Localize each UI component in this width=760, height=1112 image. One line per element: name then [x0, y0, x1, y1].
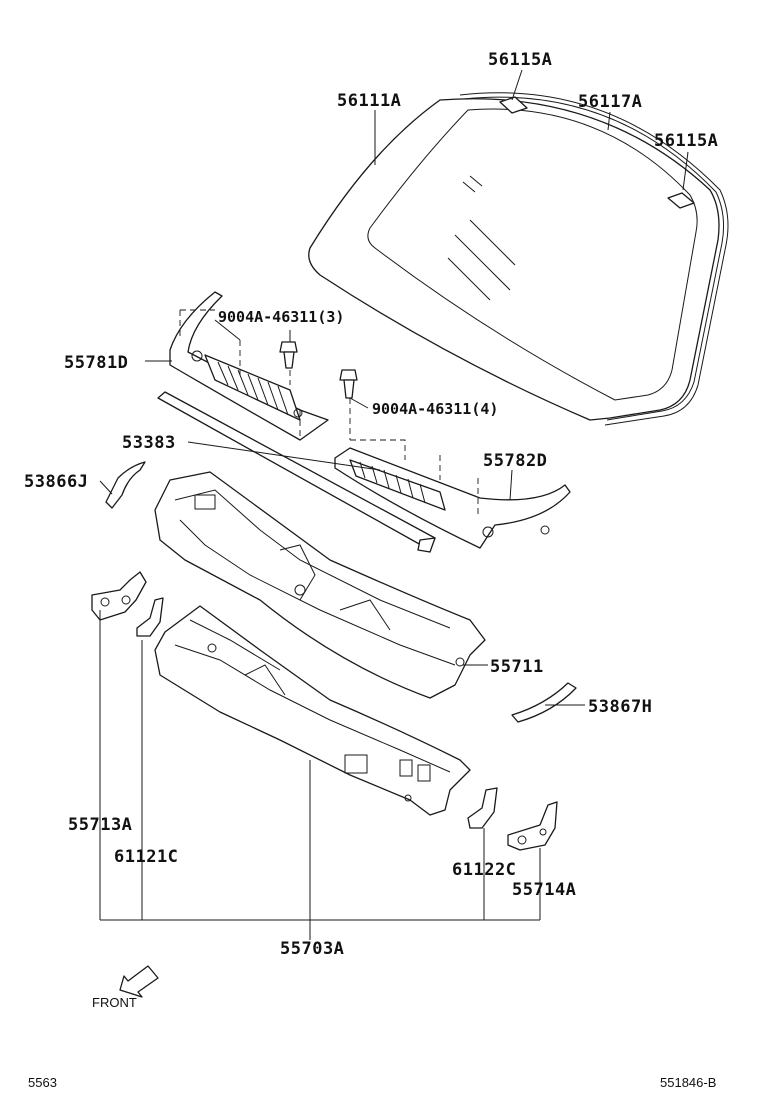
- footer-right-code: 551846-B: [660, 1075, 716, 1090]
- label-55711[interactable]: 55711: [490, 657, 544, 677]
- cowl-panel-lower[interactable]: [154, 605, 471, 816]
- label-55781d[interactable]: 55781D: [64, 353, 128, 373]
- footer-left-code: 5563: [28, 1075, 57, 1090]
- clip-lower[interactable]: [339, 369, 358, 399]
- side-bracket-53867h[interactable]: [511, 682, 577, 723]
- label-56115a-right[interactable]: 56115A: [654, 131, 718, 151]
- label-55703a[interactable]: 55703A: [280, 939, 344, 959]
- installation-guides: [179, 309, 479, 518]
- front-arrow-icon: [119, 965, 159, 998]
- windshield-glass[interactable]: [308, 98, 720, 421]
- label-55782d[interactable]: 55782D: [483, 451, 547, 471]
- glass-stopper-right[interactable]: [667, 192, 695, 209]
- label-55713a[interactable]: 55713A: [68, 815, 132, 835]
- label-9004a-46311-4[interactable]: 9004A-46311(4): [372, 400, 498, 418]
- glass-stopper-top[interactable]: [499, 96, 528, 114]
- hood-seal[interactable]: [157, 391, 436, 553]
- label-53867h[interactable]: 53867H: [588, 697, 652, 717]
- bracket-61122c[interactable]: [467, 787, 498, 829]
- bracket-61121c[interactable]: [136, 597, 164, 637]
- label-9004a-46311-3[interactable]: 9004A-46311(3): [218, 308, 344, 326]
- label-61122c[interactable]: 61122C: [452, 860, 516, 880]
- label-55714a[interactable]: 55714A: [512, 880, 576, 900]
- bracket-55713a[interactable]: [91, 571, 147, 621]
- label-53383[interactable]: 53383: [122, 433, 176, 453]
- cowl-louver-left[interactable]: [169, 291, 329, 441]
- clip-upper[interactable]: [279, 341, 298, 369]
- windshield-moulding[interactable]: [459, 92, 729, 426]
- side-bracket-53866j[interactable]: [105, 461, 146, 509]
- leader-lines: [99, 69, 689, 940]
- cowl-louver-right[interactable]: [334, 447, 571, 549]
- label-56115a-top[interactable]: 56115A: [488, 50, 552, 70]
- label-61121c[interactable]: 61121C: [114, 847, 178, 867]
- label-56111a[interactable]: 56111A: [337, 91, 401, 111]
- label-53866j[interactable]: 53866J: [24, 472, 88, 492]
- bracket-55714a[interactable]: [507, 801, 558, 851]
- part-labels: 56115A 56111A 56117A 56115A 9004A-46311(…: [24, 50, 718, 959]
- cowl-panel-upper[interactable]: [154, 471, 486, 699]
- label-56117a[interactable]: 56117A: [578, 92, 642, 112]
- front-label: FRONT: [92, 995, 137, 1010]
